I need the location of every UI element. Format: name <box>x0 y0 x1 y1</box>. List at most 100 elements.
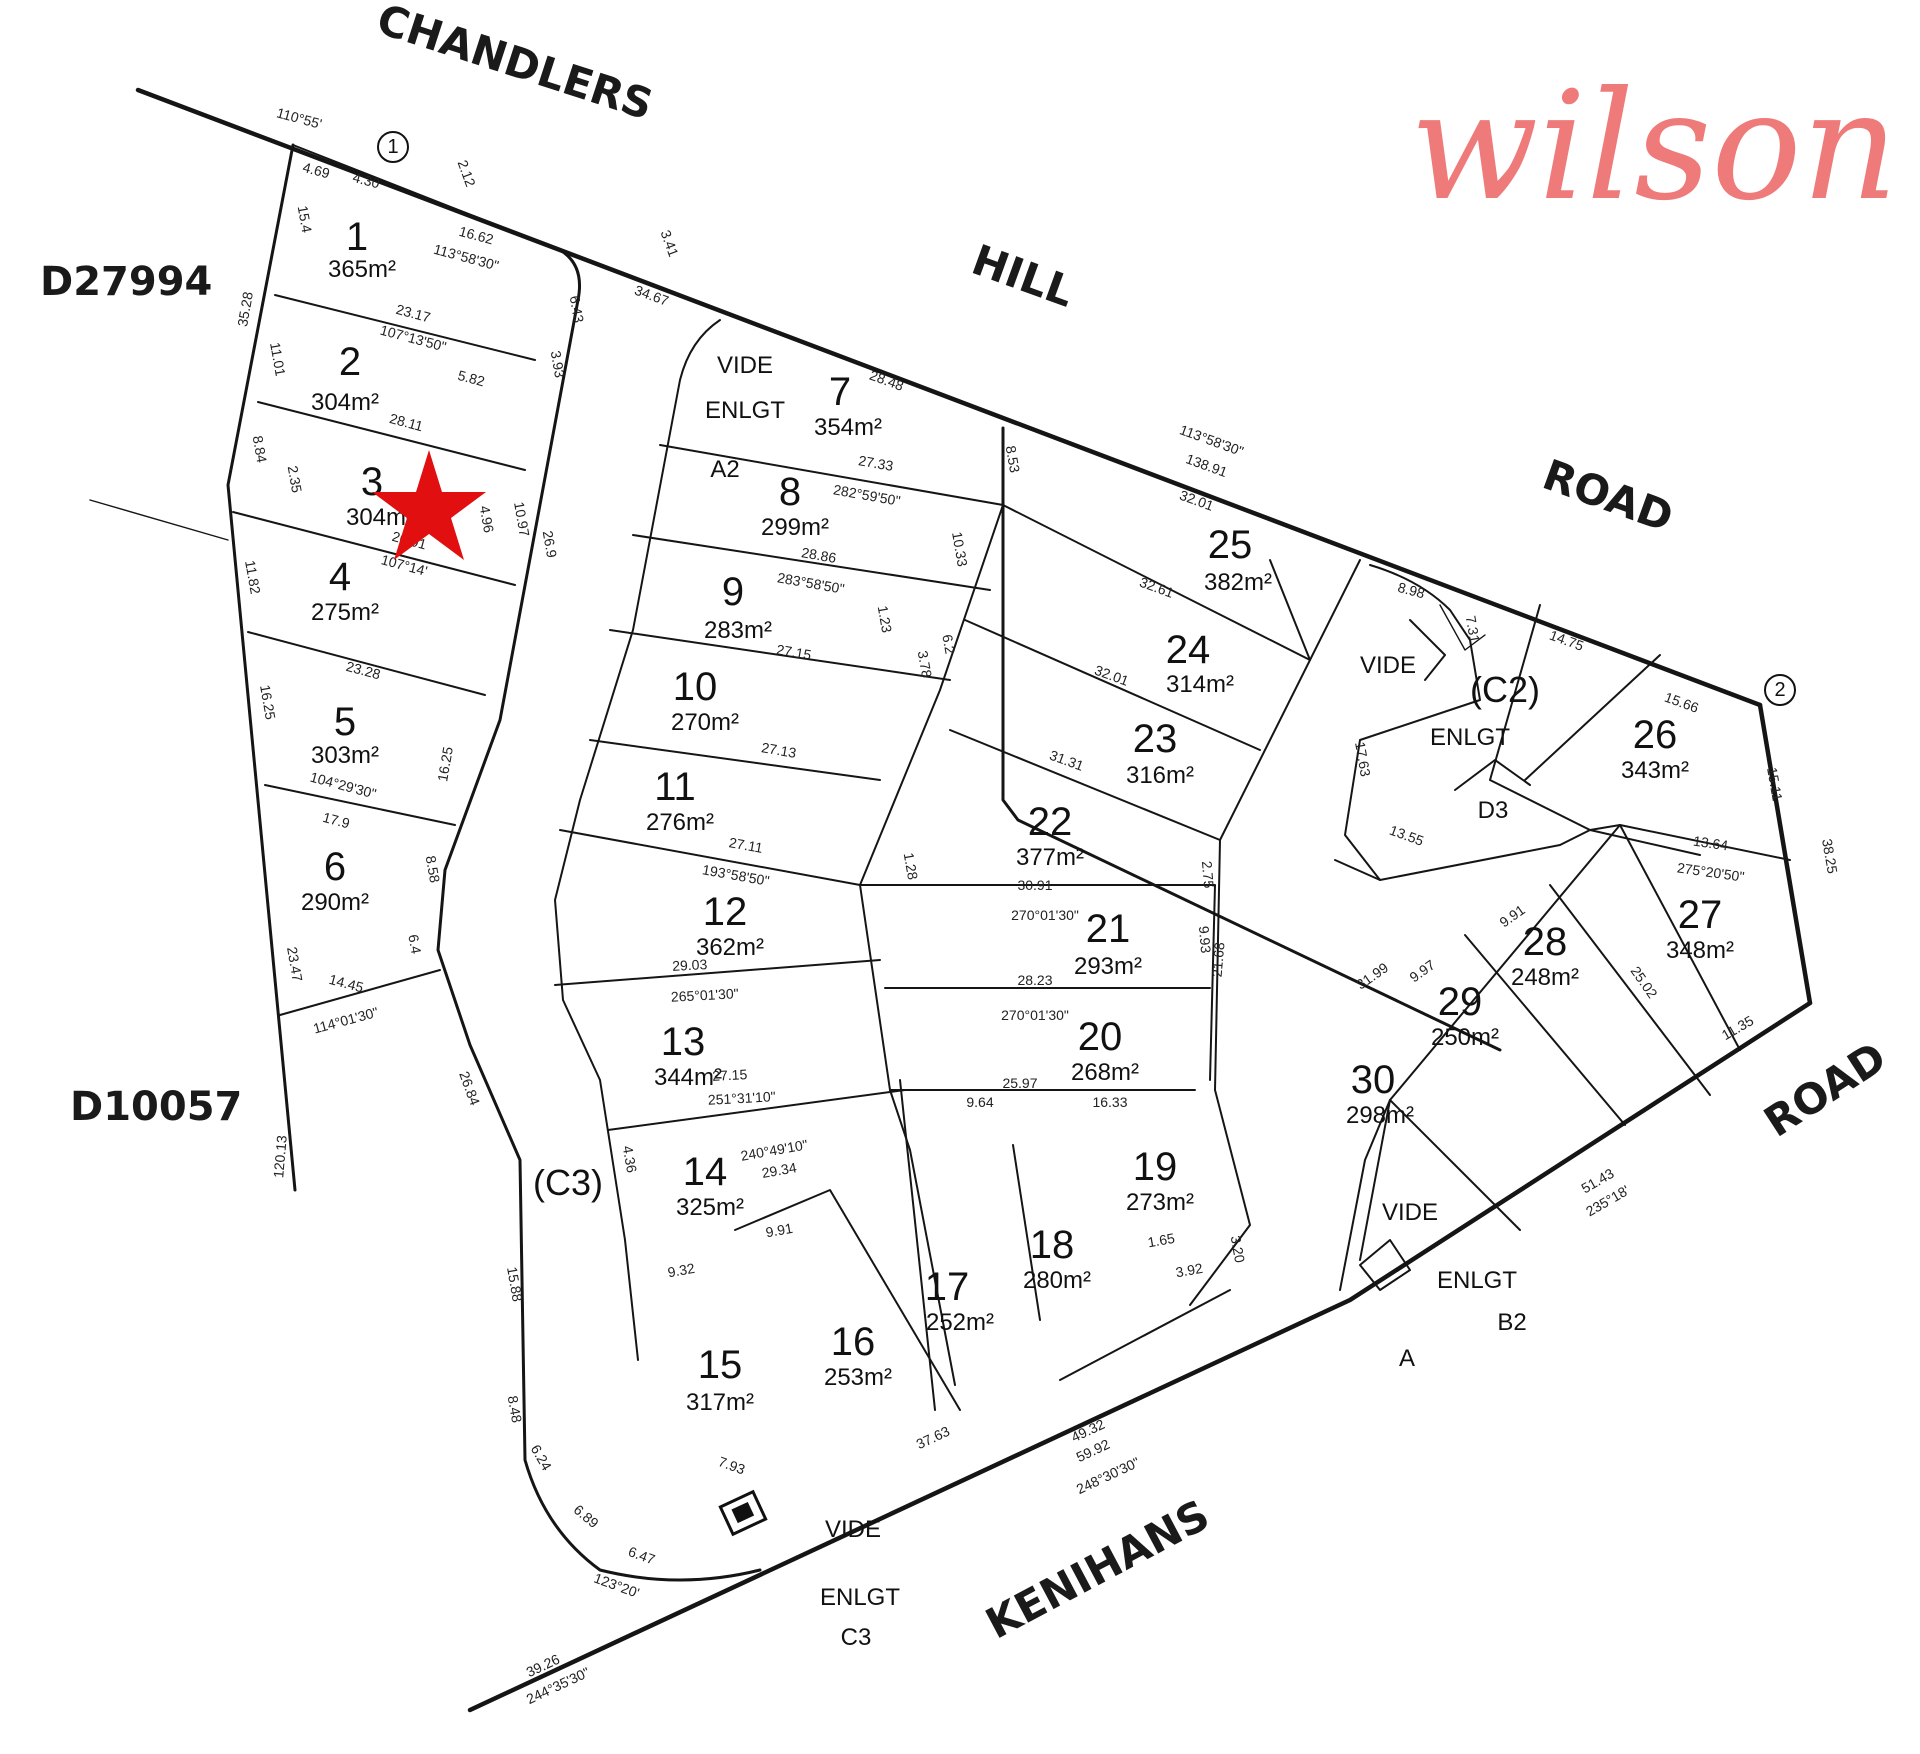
svg-text:4.69: 4.69 <box>301 159 332 182</box>
svg-text:16.25: 16.25 <box>434 745 456 782</box>
note-vide-c3: VIDE <box>825 1516 881 1543</box>
west-lot-lines <box>232 144 762 1582</box>
d27994-boundary <box>89 499 229 541</box>
svg-text:14: 14 <box>683 1150 728 1194</box>
svg-text:9.97: 9.97 <box>1406 956 1438 985</box>
note-enlgt-7: ENLGT <box>705 397 785 424</box>
parcel-d10057: D10057 <box>70 1084 242 1130</box>
svg-text:6.89: 6.89 <box>571 1501 602 1531</box>
road-name-road-right: ROAD <box>1755 1032 1894 1146</box>
svg-text:25.02: 25.02 <box>1627 963 1660 1001</box>
svg-text:107°13'50": 107°13'50" <box>379 322 449 355</box>
svg-text:13.64: 13.64 <box>1692 833 1729 854</box>
svg-text:6.47: 6.47 <box>626 1543 657 1567</box>
svg-text:314m²: 314m² <box>1166 671 1234 698</box>
road-name-hill: HILL <box>966 235 1081 317</box>
svg-text:17.9: 17.9 <box>321 809 352 832</box>
svg-text:27.15: 27.15 <box>775 641 812 663</box>
svg-text:251°31'10": 251°31'10" <box>707 1088 776 1108</box>
svg-text:1.23: 1.23 <box>875 604 896 634</box>
svg-text:28.48: 28.48 <box>868 367 907 394</box>
svg-text:27.33: 27.33 <box>857 452 894 474</box>
note-b2: B2 <box>1497 1309 1526 1336</box>
note-vide-c2: VIDE <box>1360 652 1416 679</box>
svg-text:9.64: 9.64 <box>966 1094 993 1110</box>
svg-text:6: 6 <box>324 845 346 889</box>
pit-symbol <box>718 1489 768 1537</box>
highlight-star-icon <box>372 450 486 560</box>
svg-text:9.32: 9.32 <box>666 1260 696 1281</box>
svg-text:11: 11 <box>654 765 696 809</box>
note-a: A <box>1399 1345 1415 1372</box>
svg-text:270°01'30": 270°01'30" <box>1001 1007 1069 1023</box>
east-road-line <box>1001 426 1502 1052</box>
note-c3: C3 <box>841 1624 872 1651</box>
svg-text:14.75: 14.75 <box>1548 627 1587 654</box>
svg-text:280m²: 280m² <box>1023 1267 1091 1294</box>
svg-text:248m²: 248m² <box>1511 964 1579 991</box>
svg-text:23.28: 23.28 <box>344 658 382 683</box>
note-enlgt-c3: ENLGT <box>820 1584 900 1611</box>
svg-text:275m²: 275m² <box>311 599 379 626</box>
svg-text:382m²: 382m² <box>1204 569 1272 596</box>
svg-text:20: 20 <box>1078 1015 1123 1059</box>
svg-text:138.91: 138.91 <box>1184 450 1230 480</box>
svg-text:38.25: 38.25 <box>1819 837 1841 874</box>
svg-text:25: 25 <box>1208 523 1253 567</box>
svg-text:21.68: 21.68 <box>1209 941 1228 978</box>
svg-text:270m²: 270m² <box>671 709 739 736</box>
svg-text:37.63: 37.63 <box>914 1423 953 1452</box>
svg-text:15.88: 15.88 <box>504 1265 526 1302</box>
svg-text:23.17: 23.17 <box>394 301 432 326</box>
svg-text:343m²: 343m² <box>1621 757 1689 784</box>
svg-text:32.01: 32.01 <box>1178 487 1217 514</box>
corner-details <box>1439 604 1486 651</box>
svg-text:8: 8 <box>779 470 801 514</box>
road-name-road-upper: ROAD <box>1537 450 1680 542</box>
svg-text:298m²: 298m² <box>1346 1102 1414 1129</box>
svg-text:28.23: 28.23 <box>1017 972 1052 988</box>
svg-text:3.20: 3.20 <box>1228 1234 1249 1264</box>
svg-text:2: 2 <box>339 340 361 384</box>
note-enlgt-c2: ENLGT <box>1430 724 1510 751</box>
svg-text:27.13: 27.13 <box>760 739 797 761</box>
svg-text:1.28: 1.28 <box>901 851 922 881</box>
svg-text:240°49'10": 240°49'10" <box>739 1136 809 1164</box>
svg-text:268m²: 268m² <box>1071 1059 1139 1086</box>
svg-text:283°58'50": 283°58'50" <box>776 569 846 597</box>
svg-text:253m²: 253m² <box>824 1364 892 1391</box>
svg-text:11.01: 11.01 <box>267 341 289 377</box>
svg-text:2.75: 2.75 <box>1199 860 1217 889</box>
svg-text:6.2: 6.2 <box>939 633 958 655</box>
west-boundary <box>226 143 297 1192</box>
svg-text:29.03: 29.03 <box>672 956 708 974</box>
svg-text:5: 5 <box>334 700 356 744</box>
svg-text:4.36: 4.36 <box>620 1144 641 1174</box>
marker-2: 2 <box>1764 674 1796 706</box>
svg-text:6.24: 6.24 <box>528 1442 556 1474</box>
svg-text:27.11: 27.11 <box>728 834 764 856</box>
svg-text:276m²: 276m² <box>646 809 714 836</box>
svg-text:27.15: 27.15 <box>712 1066 748 1084</box>
svg-text:4.96: 4.96 <box>477 504 498 534</box>
svg-text:18: 18 <box>1030 1223 1075 1267</box>
chandlers-hill-road-frontage <box>135 87 1763 708</box>
svg-text:265°01'30": 265°01'30" <box>670 985 739 1005</box>
svg-text:8.98: 8.98 <box>1396 579 1427 602</box>
